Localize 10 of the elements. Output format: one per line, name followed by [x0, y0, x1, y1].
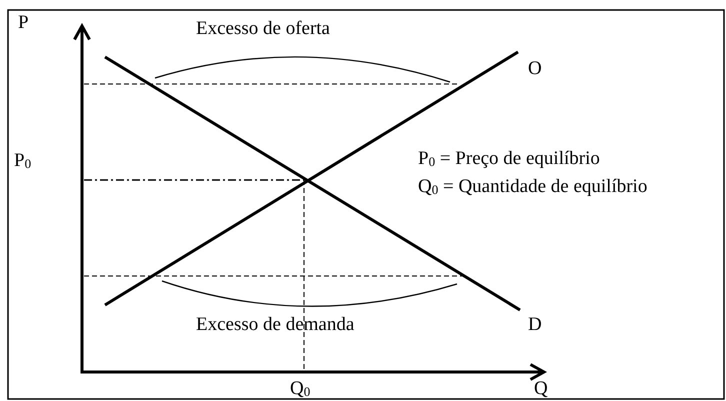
curve-label: O [528, 58, 542, 80]
definition-text: P$_{0}$ = Preço de equilíbrio [418, 148, 600, 171]
definition-text: Q$_{0}$ = Quantidade de equilíbrio [418, 176, 648, 199]
curve-label: D [528, 314, 542, 336]
axis-label: Q [534, 378, 548, 400]
region-label: Excesso de demanda [196, 314, 354, 336]
axis-label: Q$_{0}$ [290, 378, 310, 401]
axis-label: P$_{0}$ [14, 150, 32, 173]
axis-label: P [18, 12, 29, 34]
region-label: Excesso de oferta [196, 18, 330, 40]
